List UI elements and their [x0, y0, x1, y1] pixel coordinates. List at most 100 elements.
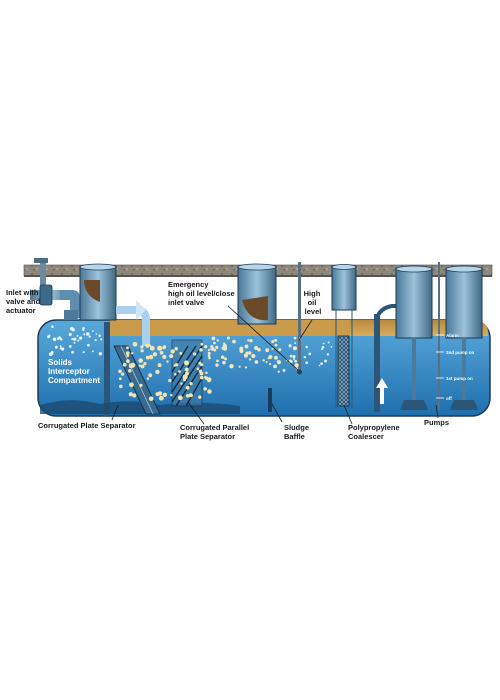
droplet	[178, 370, 181, 373]
droplet	[277, 370, 280, 373]
droplet	[199, 375, 204, 380]
droplet	[68, 344, 72, 348]
droplet	[271, 347, 274, 350]
droplet	[244, 366, 248, 369]
droplet	[207, 351, 211, 355]
coalescer-media	[337, 335, 350, 407]
droplet	[184, 360, 189, 366]
droplet	[204, 376, 207, 379]
droplet	[168, 378, 172, 383]
droplet	[273, 364, 277, 369]
droplet	[222, 346, 228, 351]
label-solids-compartment: Solids Interceptor Compartment	[48, 358, 100, 385]
droplet	[321, 345, 325, 349]
droplet	[143, 362, 147, 366]
droplet	[200, 342, 204, 346]
droplet	[244, 344, 249, 349]
droplet	[200, 363, 204, 367]
droplet	[265, 348, 270, 352]
emergency-valve-cover	[242, 296, 268, 321]
droplet	[211, 336, 216, 341]
droplet	[293, 358, 295, 361]
droplet	[51, 325, 54, 328]
droplet	[267, 357, 270, 360]
droplet	[322, 342, 325, 345]
droplet	[148, 396, 154, 402]
droplet	[159, 350, 164, 355]
droplet	[157, 345, 163, 351]
droplet	[305, 345, 308, 349]
droplet	[77, 339, 80, 342]
droplet	[100, 338, 103, 341]
droplet	[229, 364, 234, 369]
droplet	[208, 356, 211, 360]
droplet	[262, 359, 265, 362]
droplet	[223, 342, 226, 345]
droplet	[198, 369, 203, 374]
droplet	[145, 343, 150, 348]
droplet	[166, 360, 169, 363]
droplet	[155, 392, 160, 397]
droplet	[129, 382, 134, 388]
droplet	[238, 365, 241, 368]
droplet	[182, 374, 188, 380]
droplet	[207, 389, 212, 394]
droplet	[86, 332, 90, 336]
droplet	[140, 349, 144, 353]
droplet	[162, 354, 167, 359]
droplet	[145, 355, 150, 360]
droplet	[210, 345, 214, 349]
droplet	[157, 363, 162, 368]
droplet	[87, 343, 90, 347]
label-parallel-plate-separator: Corrugated Parallel Plate Separator	[180, 423, 251, 441]
droplet	[216, 339, 219, 342]
droplet	[128, 369, 132, 373]
droplet	[293, 346, 297, 350]
pump-compartment-wall	[374, 314, 380, 412]
droplet	[169, 354, 174, 359]
droplet	[98, 352, 102, 356]
droplet	[276, 360, 281, 365]
droplet	[215, 345, 219, 349]
droplet	[232, 339, 236, 344]
label-pumps: Pumps	[424, 418, 449, 427]
sludge-baffle	[268, 388, 272, 412]
droplet	[326, 353, 330, 356]
droplet	[303, 355, 307, 359]
droplet	[138, 358, 144, 363]
droplet	[170, 349, 175, 354]
pump-riser-1	[395, 265, 433, 410]
droplet	[148, 354, 154, 360]
droplet	[324, 359, 327, 363]
droplet	[269, 362, 272, 366]
droplet	[146, 377, 150, 380]
droplet	[193, 352, 197, 356]
droplet	[126, 354, 130, 358]
droplet	[82, 327, 85, 330]
droplet	[243, 353, 249, 358]
droplet	[83, 333, 86, 336]
coalescer	[331, 264, 357, 408]
droplet	[330, 346, 333, 348]
droplet	[118, 369, 122, 374]
droplet	[188, 393, 193, 398]
droplet	[308, 352, 312, 356]
droplet	[265, 360, 268, 364]
droplet	[180, 382, 183, 385]
droplet	[91, 350, 94, 353]
droplet	[131, 352, 134, 355]
droplet	[130, 362, 136, 368]
droplet	[327, 341, 330, 344]
pump-compartment-curve	[375, 304, 420, 319]
inlet-riser	[79, 263, 117, 321]
droplet	[118, 377, 122, 381]
droplet	[292, 355, 296, 359]
emergency-valve-riser	[237, 263, 277, 325]
solids-compartment-wall	[104, 322, 110, 416]
droplet	[60, 347, 65, 351]
droplet	[254, 346, 259, 350]
droplet	[274, 343, 278, 347]
droplet	[52, 337, 57, 342]
riser-cover	[84, 280, 100, 302]
